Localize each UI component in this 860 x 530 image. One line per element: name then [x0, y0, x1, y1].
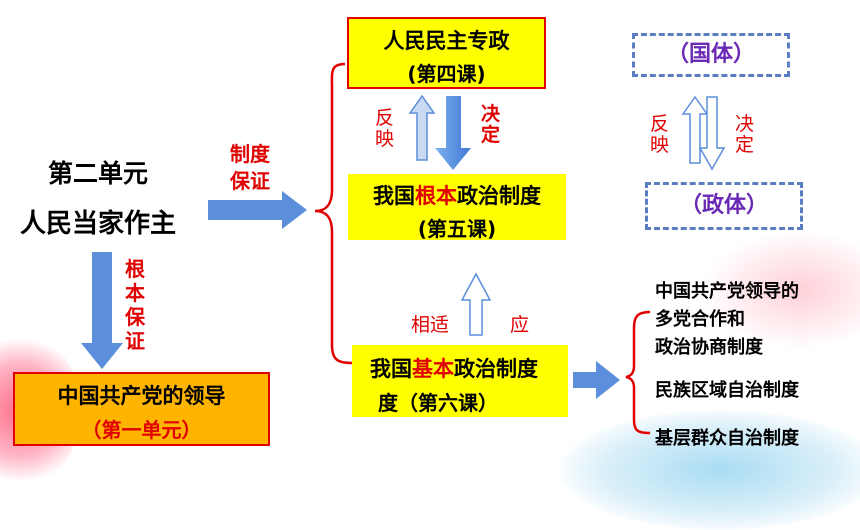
fanying-char: 反 — [375, 107, 395, 129]
fanying-char: 反 — [650, 113, 670, 135]
list-item-cpc-multiparty-3: 政治协商制度 — [655, 337, 763, 358]
fundamental-line1: 我国根本政治制度 — [348, 180, 566, 210]
fanying-char: 映 — [375, 127, 395, 150]
list-item-cpc-multiparty-2: 多党合作和 — [655, 309, 745, 330]
fundamental-em: 根本 — [415, 184, 457, 208]
dictatorship-line2: (第四课) — [407, 62, 486, 86]
party-box-line1: 中国共产党的领导 — [57, 384, 226, 408]
zhengti-text: （政体） — [679, 193, 768, 218]
basic-line2: 度（第六课） — [378, 391, 498, 415]
bracket-curve-right — [314, 62, 353, 365]
arrow-adapt-up — [460, 272, 492, 336]
dictatorship-line1: 人民民主专政 — [383, 29, 510, 53]
fundamental-line2: (第五课) — [417, 217, 497, 241]
box-guoti: （国体） — [632, 33, 790, 77]
label-zhidu: 制度 — [230, 142, 270, 166]
box-zhengti: （政体） — [645, 182, 803, 230]
fanying-char: 映 — [650, 133, 670, 156]
jueding-char: 决 — [735, 113, 755, 135]
list-item-cpc-multiparty-1: 中国共产党领导的 — [655, 281, 799, 302]
arrow-unit-to-party — [81, 252, 123, 369]
genben-char: 保 — [125, 305, 145, 329]
label-genben-baozheng: 根 本 保 证 — [125, 257, 149, 353]
jueding-char: 定 — [735, 133, 755, 156]
arrow-basic-to-list — [573, 361, 620, 399]
genben-char: 根 — [125, 257, 145, 281]
genben-char: 证 — [125, 329, 145, 353]
party-leadership-box: 中国共产党的领导 （第一单元） — [13, 372, 270, 446]
box-fundamental-system: 我国根本政治制度 (第五课) — [348, 174, 566, 241]
list-item-grassroots-autonomy: 基层群众自治制度 — [655, 428, 799, 449]
party-box-line2: （第一单元） — [81, 418, 202, 442]
basic-em: 基本 — [412, 357, 454, 381]
genben-char: 本 — [125, 281, 145, 305]
label-xiangshi: 相适 — [411, 314, 450, 336]
label-fanying-right: 反 映 — [650, 114, 672, 156]
guoti-text: （国体） — [666, 42, 755, 67]
basic-line1: 我国基本政治制度 — [370, 353, 568, 383]
unit-title-line2: 人民当家作主 — [20, 209, 177, 239]
basic-pre: 我国 — [370, 357, 412, 381]
basic-post: 政治制度 — [454, 357, 538, 381]
box-dictatorship: 人民民主专政 (第四课) — [347, 17, 546, 89]
jueding-char: 定 — [481, 123, 501, 146]
label-ying: 应 — [510, 314, 530, 336]
label-jueding-left: 决 定 — [481, 104, 503, 146]
list-item-ethnic-autonomy: 民族区域自治制度 — [655, 380, 799, 401]
label-jueding-right: 决 定 — [735, 114, 757, 156]
arrow-reflect-up-left — [408, 94, 436, 161]
arrow-decide-down-right — [698, 96, 726, 171]
label-fanying-left: 反 映 — [375, 108, 397, 150]
arrow-reflect-up-right — [681, 95, 709, 164]
fundamental-post: 政治制度 — [457, 184, 541, 208]
label-baozheng: 保证 — [230, 169, 270, 193]
arrow-decide-down-left — [435, 96, 471, 170]
decor-blob-right — [700, 230, 860, 350]
jueding-char: 决 — [481, 103, 501, 125]
fundamental-pre: 我国 — [373, 184, 415, 208]
diagram-connectors — [81, 62, 726, 435]
bracket-curve-list — [625, 310, 651, 435]
arrow-unit-to-bracket — [208, 191, 307, 229]
box-basic-system: 我国基本政治制度 度（第六课） — [352, 345, 568, 417]
unit-title-line1: 第二单元 — [48, 159, 149, 188]
